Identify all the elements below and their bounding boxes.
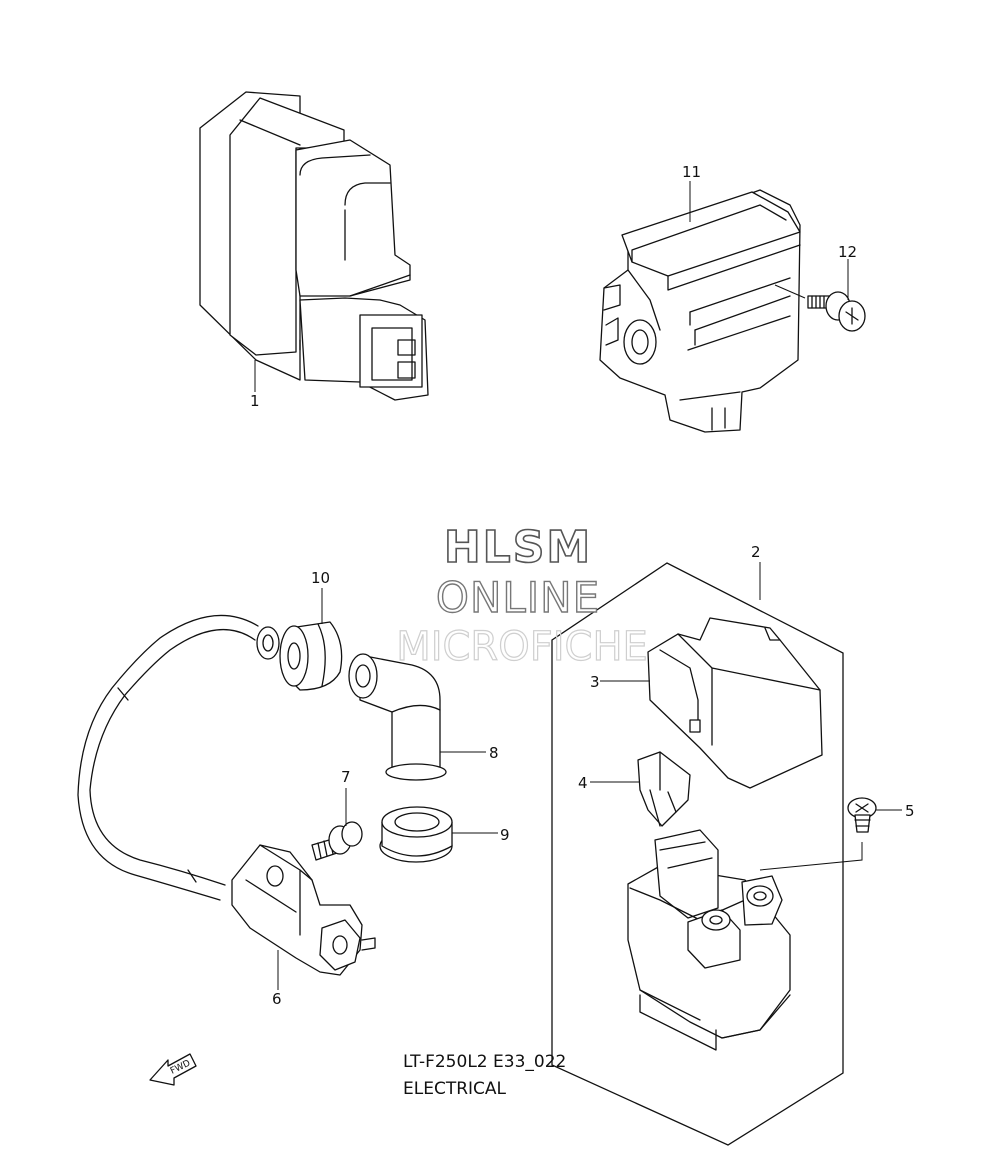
part-12-bolt [774,259,866,332]
forward-arrow: FWD [149,1053,197,1086]
callout-3: 3 [590,673,600,691]
callout-1: 1 [250,392,260,410]
callout-12: 12 [838,243,857,261]
part-8-plug-cap [348,653,486,781]
part-2-starter-relay-assembly [551,562,844,1146]
forward-arrow-icon [149,1053,197,1086]
callout-8: 8 [489,744,499,762]
callout-5: 5 [905,802,915,820]
watermark-line-2: ONLINE [436,573,600,622]
part-10-cap [279,588,343,691]
callout-4: 4 [578,774,588,792]
diagram-section: ELECTRICAL [403,1079,507,1099]
part-7-bolt [311,788,363,861]
part-11-regulator-rectifier [599,181,801,433]
callout-10: 10 [311,569,330,587]
watermark-line-1: HLSM [444,522,592,573]
callout-6: 6 [272,990,282,1008]
callout-2: 2 [751,543,761,561]
part-5-screw [759,797,902,871]
part-3-relay-cover [600,617,823,789]
watermark: HLSM ONLINE MICROFICHE [396,521,649,670]
callout-7: 7 [341,768,351,786]
part-4-fuse [590,751,691,827]
watermark-line-3: MICROFICHE [396,624,648,670]
part-1-cdi-unit [199,91,429,401]
part-6-ignition-coil [77,614,376,990]
diagram-code: LT-F250L2 E33_022 [403,1052,566,1072]
callout-9: 9 [500,826,510,844]
part-9-grommet [379,806,498,863]
starter-relay-body [627,829,791,1051]
callout-11: 11 [682,163,701,181]
